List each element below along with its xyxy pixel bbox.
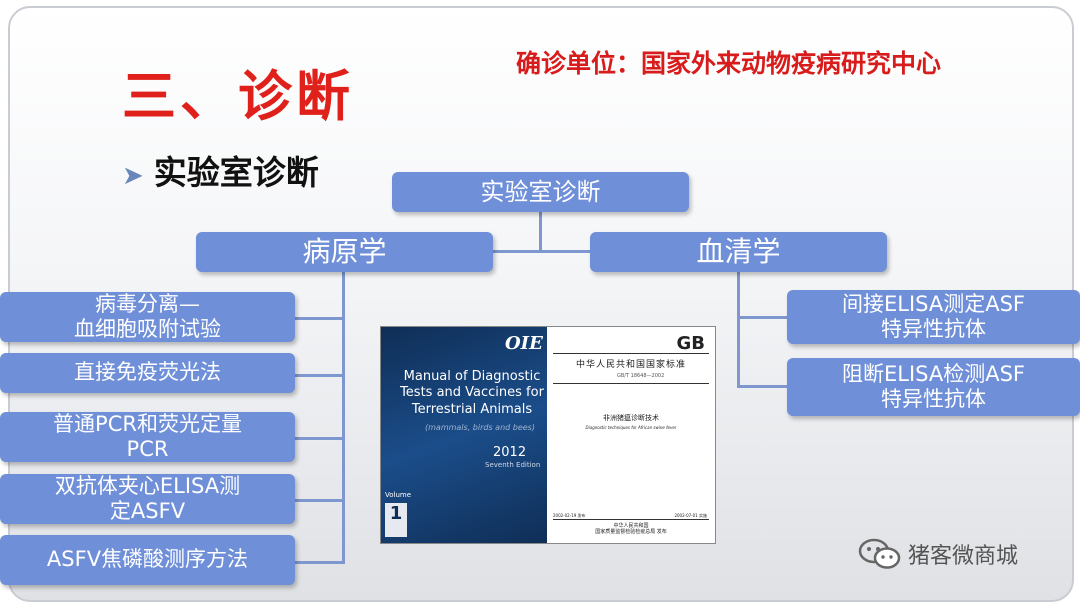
serology-item-box: 阻断ELISA检测ASF 特异性抗体 (787, 358, 1080, 416)
pathogen-item-box: ASFV焦磷酸测序方法 (0, 535, 295, 585)
pathogen-item-box: 病毒分离— 血细胞吸附试验 (0, 292, 295, 342)
connector-serology-trunk (737, 272, 740, 388)
gb-rule (553, 353, 709, 354)
pathogen-item-line: 直接免疫荧光法 (74, 360, 221, 385)
gb-impl-date: 2002-07-01 实施 (674, 513, 707, 518)
connector-pathogen-4 (295, 499, 344, 502)
connector-serology-2 (737, 385, 787, 388)
root-label: 实验室诊断 (480, 177, 601, 206)
branch-box-pathogen: 病原学 (196, 232, 493, 272)
pathogen-item-line: ASFV焦磷酸测序方法 (46, 547, 249, 572)
connector-root-down (539, 212, 542, 252)
pathogen-item-line: 血细胞吸附试验 (74, 317, 221, 341)
pathogen-item-box: 普通PCR和荧光定量 PCR (0, 412, 295, 462)
oie-logo: OIE (505, 333, 543, 354)
pathogen-item-line: 双抗体夹心ELISA测 (54, 473, 241, 498)
gb-title-en: Diagnostic techniques for African swine … (585, 425, 677, 430)
serology-item-line: 阻断ELISA检测ASF (841, 361, 1026, 386)
book-covers-image: OIE Manual of Diagnostic Tests and Vacci… (380, 326, 716, 544)
subtitle-text: 实验室诊断 (153, 153, 319, 192)
connector-pathogen-trunk (342, 272, 345, 564)
connector-pathogen-2 (295, 374, 344, 377)
confirm-unit-text: 确诊单位：国家外来动物疫病研究中心 (516, 49, 942, 78)
branch-box-serology: 血清学 (590, 232, 887, 272)
gb-publisher-line: 中华人民共和国 (613, 523, 649, 529)
oie-manual-year: 2012 (493, 445, 527, 460)
gb-publisher: 中华人民共和国 国家质量监督检验检疫总局 发布 (553, 523, 709, 535)
gb-publisher-line: 国家质量监督检验检疫总局 发布 (595, 529, 667, 535)
connector-serology-1 (737, 316, 787, 319)
oie-manual-edition: Seventh Edition (485, 461, 541, 469)
oie-manual-title: Manual of Diagnostic Tests and Vaccines … (400, 369, 544, 417)
pathogen-item-line: 定ASFV (109, 499, 186, 523)
watermark-text: 猪客微商城 (908, 544, 1019, 569)
oie-volume-label: Volume (385, 491, 412, 499)
watermark: 猪客微商城 (858, 538, 1018, 570)
serology-item-line: 特异性抗体 (881, 317, 986, 341)
serology-item-box: 间接ELISA测定ASF 特异性抗体 (787, 290, 1080, 344)
gb-header: 中华人民共和国国家标准 (575, 360, 686, 370)
gb-rule (553, 519, 709, 520)
gb-number: GB/T 18648—2002 (617, 373, 665, 379)
serology-item-line: 特异性抗体 (881, 387, 986, 411)
page-title: 三、诊断 (122, 65, 354, 128)
pathogen-item-line: 普通PCR和荧光定量 (53, 411, 242, 436)
pathogen-item-line: 病毒分离— (95, 291, 200, 316)
gb-title-cn: 非洲猪瘟诊断技术 (603, 414, 659, 422)
connector-pathogen-1 (295, 317, 344, 320)
connector-branch-bar (490, 250, 590, 253)
arrow-bullet-icon: ➤ (122, 161, 144, 191)
oie-volume-number: 1 (385, 503, 407, 537)
serology-item-line: 间接ELISA测定ASF (841, 291, 1026, 316)
diagram-root-box: 实验室诊断 (392, 172, 689, 212)
gb-standard-cover: GB 中华人民共和国国家标准 GB/T 18648—2002 非洲猪瘟诊断技术 … (547, 327, 715, 543)
branch-label-serology: 血清学 (696, 235, 781, 269)
gb-issue-date: 2002-02-19 发布 (553, 513, 586, 518)
pathogen-item-box: 直接免疫荧光法 (0, 353, 295, 393)
section-subtitle: ➤ 实验室诊断 (122, 146, 319, 194)
connector-pathogen-5 (295, 561, 344, 564)
branch-label-pathogen: 病原学 (302, 235, 387, 269)
pathogen-item-box: 双抗体夹心ELISA测 定ASFV (0, 474, 295, 524)
gb-mark: GB (676, 333, 706, 354)
pathogen-item-line: PCR (126, 437, 169, 461)
oie-manual-subtitle: (mammals, birds and bees) (425, 423, 535, 432)
gb-rule (553, 383, 709, 384)
wechat-icon (858, 538, 902, 570)
connector-pathogen-3 (295, 437, 344, 440)
oie-manual-cover: OIE Manual of Diagnostic Tests and Vacci… (381, 327, 547, 543)
